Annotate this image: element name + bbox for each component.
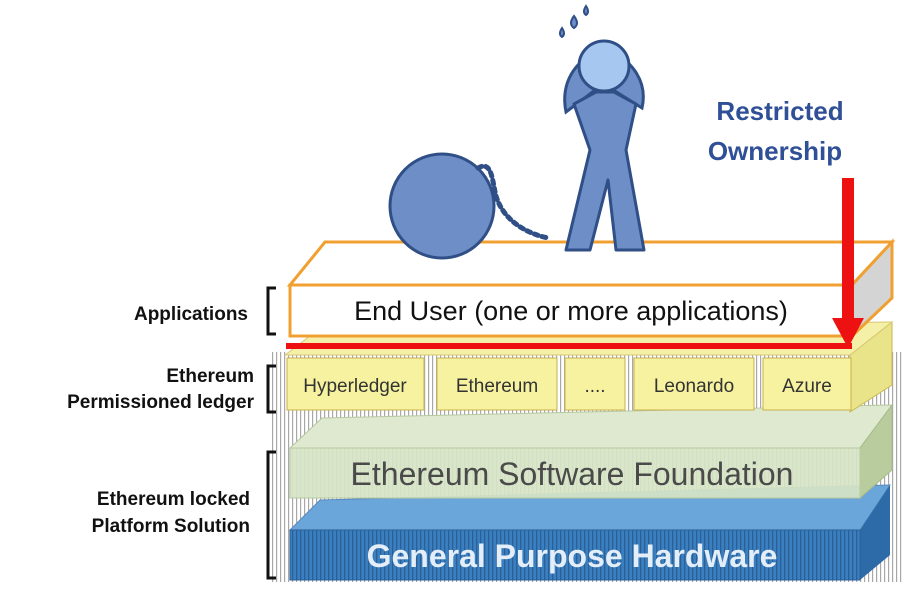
callout-ownership: Ownership [708, 136, 842, 166]
label-permissioned-line1: Ethereum [166, 366, 254, 387]
restriction-arrow [286, 178, 864, 349]
ledger-label-ellipsis: .... [584, 376, 605, 397]
callout-restricted: Restricted [716, 96, 843, 126]
ledger-box-hyperledger [286, 357, 425, 411]
ledger-box-ellipsis [564, 357, 626, 411]
foundation-layer [288, 403, 894, 500]
permissioned-bracket [266, 364, 276, 414]
applications-bracket [266, 286, 276, 336]
label-platform-line1: Ethereum locked [97, 489, 250, 510]
ledger-box-leonardo [633, 357, 755, 411]
end-user-text: End User (one or more applications) [354, 296, 788, 326]
ledger-label-leonardo: Leonardo [654, 376, 734, 397]
label-permissioned-line2: Permissioned ledger [67, 392, 255, 413]
ledger-label-ethereum: Ethereum [456, 376, 538, 397]
hardware-text: General Purpose Hardware [367, 538, 778, 574]
label-applications: Applications [134, 304, 248, 325]
ledger-box-azure [762, 357, 852, 411]
ledger-label-azure: Azure [782, 376, 832, 397]
distressed-person-figure [559, 4, 646, 252]
ball-and-chain [388, 152, 551, 260]
ledger-label-hyperledger: Hyperledger [303, 376, 407, 397]
ledger-box-ethereum [436, 357, 558, 411]
platform-bracket [266, 450, 276, 580]
label-platform-line2: Platform Solution [92, 516, 250, 537]
foundation-text: Ethereum Software Foundation [351, 456, 794, 492]
